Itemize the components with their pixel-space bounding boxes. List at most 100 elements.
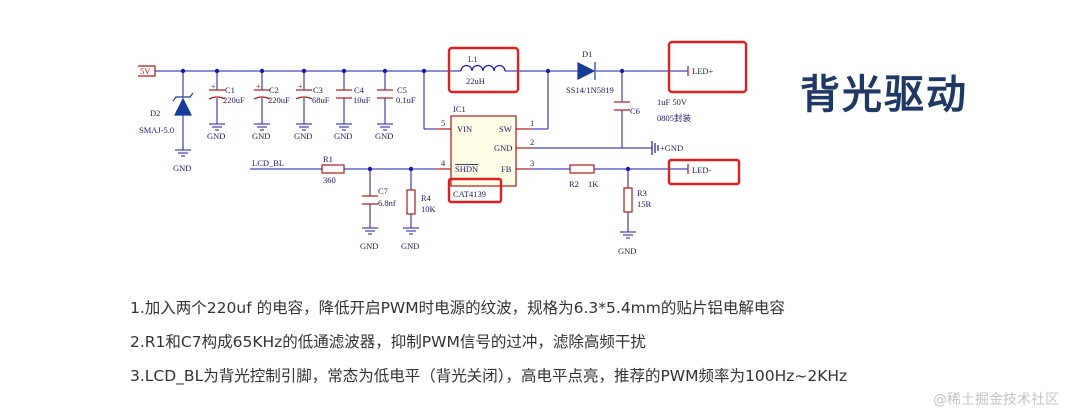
c1-ref: C1 — [225, 85, 235, 95]
lcd-bl-label: LCD_BL — [252, 158, 284, 168]
r1-resistor-symbol — [321, 164, 345, 174]
gnd-label-r4: GND — [401, 241, 419, 251]
c6-ref: C6 — [630, 106, 640, 116]
r3-resistor-symbol — [623, 187, 633, 213]
c6-note: 0805封装 — [657, 113, 692, 123]
c2-ref: C2 — [269, 85, 279, 95]
c5-value: 0.1uF — [396, 95, 416, 105]
r1-value: 360 — [323, 175, 336, 185]
gnd-symbol-d2 — [175, 149, 191, 157]
d1-ref: D1 — [582, 49, 592, 59]
c6-value: 1uF 50V — [657, 97, 688, 107]
plus-gnd-symbol — [651, 141, 659, 155]
svg-text:+: + — [256, 82, 261, 91]
d2-tvs-symbol — [172, 92, 194, 116]
note-item-3: 3.LCD_BL为背光控制引脚，常态为低电平（背光关闭），高电平点亮，推荐的PW… — [130, 367, 848, 385]
gnd-symbol-c2 — [254, 123, 270, 131]
highlight-l1 — [447, 46, 520, 94]
c7-value: 6.8nf — [378, 198, 396, 208]
c3-ref: C3 — [313, 85, 323, 95]
gnd-symbols — [175, 123, 636, 239]
led-plus-label: LED+ — [692, 66, 714, 76]
ic1-pinnum-gnd: 2 — [530, 137, 534, 147]
r4-ref: R4 — [421, 193, 432, 203]
wires — [155, 70, 688, 232]
plus-gnd-label: +GND — [660, 143, 683, 153]
ic1-pin-stubs — [436, 128, 531, 170]
schematic: +++ 5V D2 SMAJ-5.0 C1 220uF C2 220uF C3 … — [138, 40, 748, 256]
polarity-marks: + + + — [211, 82, 303, 91]
gnd-label-c5: GND — [375, 131, 393, 141]
note-item-1: 1.加入两个220uf 的电容，降低开启PWM时电源的纹波，规格为6.3*5.4… — [130, 299, 785, 317]
ic1-pinnum-shdn: 4 — [441, 158, 446, 168]
gnd-label-r3: GND — [618, 246, 636, 256]
ic1-pinnum-fb: 3 — [530, 158, 534, 168]
c3-capacitor-symbol — [295, 89, 313, 100]
l1-inductor-symbol — [460, 64, 506, 72]
svg-text:+: + — [298, 82, 303, 91]
r4-value: 10K — [421, 204, 437, 214]
ic1-pin-fb: FB — [501, 164, 512, 174]
r3-value: 15R — [637, 199, 652, 209]
gnd-symbol-r3 — [620, 231, 636, 239]
ic1-pin-sw: SW — [499, 124, 512, 134]
c3-value: 68uF — [312, 95, 330, 105]
ic1-pin-gnd: GND — [494, 143, 512, 153]
gnd-label-c3: GND — [294, 131, 312, 141]
highlight-ic-part — [447, 177, 503, 204]
c4-value: 10uF — [353, 95, 371, 105]
highlight-led-plus — [667, 40, 748, 94]
gnd-label-c7: GND — [360, 241, 378, 251]
c2-capacitor-symbol — [253, 89, 271, 100]
c4-capacitor-symbol — [336, 89, 352, 99]
c1-capacitor-symbol — [208, 89, 226, 100]
c1-value: 220uF — [223, 95, 245, 105]
c5-capacitor-symbol — [377, 89, 393, 99]
d1-value: SS14/1N5819 — [566, 85, 614, 95]
net-5v-flag — [138, 65, 156, 77]
r4-resistor-symbol — [406, 189, 416, 215]
svg-text:+: + — [211, 82, 216, 91]
ic1-pin-shdn: SHDN — [455, 164, 478, 174]
r2-value: 1K — [588, 179, 599, 189]
c6-capacitor-symbol — [614, 101, 630, 111]
notes-list: 1.加入两个220uf 的电容，降低开启PWM时电源的纹波，规格为6.3*5.4… — [130, 296, 847, 398]
watermark: @稀土掘金技术社区 — [933, 392, 1059, 408]
gnd-label-c2: GND — [252, 131, 270, 141]
gnd-symbol-c1 — [209, 123, 225, 131]
gnd-symbol-c5 — [377, 123, 393, 131]
r1-ref: R1 — [323, 154, 333, 164]
c4-ref: C4 — [354, 85, 365, 95]
page-title: 背光驱动 — [800, 72, 968, 118]
c2-value: 220uF — [268, 95, 290, 105]
junctions — [180, 68, 631, 172]
c7-capacitor-symbol — [362, 195, 378, 205]
ic1-ref: IC1 — [453, 104, 466, 114]
gnd-symbol-r4 — [403, 227, 419, 235]
highlight-boxes — [447, 40, 748, 204]
l1-value: 22uH — [466, 76, 485, 86]
ic1-body — [450, 115, 517, 187]
d2-value: SMAJ-5.0 — [139, 125, 174, 135]
gnd-label-c1: GND — [207, 131, 225, 141]
ic1-pinnum-vin: 5 — [441, 118, 445, 128]
r2-resistor-symbol — [569, 164, 595, 174]
gnd-symbol-c4 — [336, 123, 352, 131]
ic1-pinnum-sw: 1 — [530, 118, 534, 128]
c5-ref: C5 — [397, 85, 407, 95]
highlight-led-minus — [667, 158, 741, 186]
r3-ref: R3 — [637, 188, 647, 198]
r2-ref: R2 — [569, 179, 579, 189]
gnd-symbol-c3 — [296, 123, 312, 131]
note-item-2: 2.R1和C7构成65KHz的低通滤波器，抑制PWM信号的过冲，滤除高频干扰 — [130, 333, 646, 351]
ic1-pin-vin: VIN — [457, 124, 472, 134]
gnd-symbol-c7 — [362, 227, 378, 235]
gnd-label-d2: GND — [173, 163, 191, 173]
d1-diode-symbol — [577, 62, 596, 80]
gnd-label-c4: GND — [334, 131, 352, 141]
led-minus-label: LED- — [692, 165, 712, 175]
d2-ref: D2 — [150, 108, 160, 118]
net-5v-label: 5V — [140, 66, 151, 76]
l1-ref: L1 — [468, 54, 477, 64]
c7-ref: C7 — [378, 186, 388, 196]
